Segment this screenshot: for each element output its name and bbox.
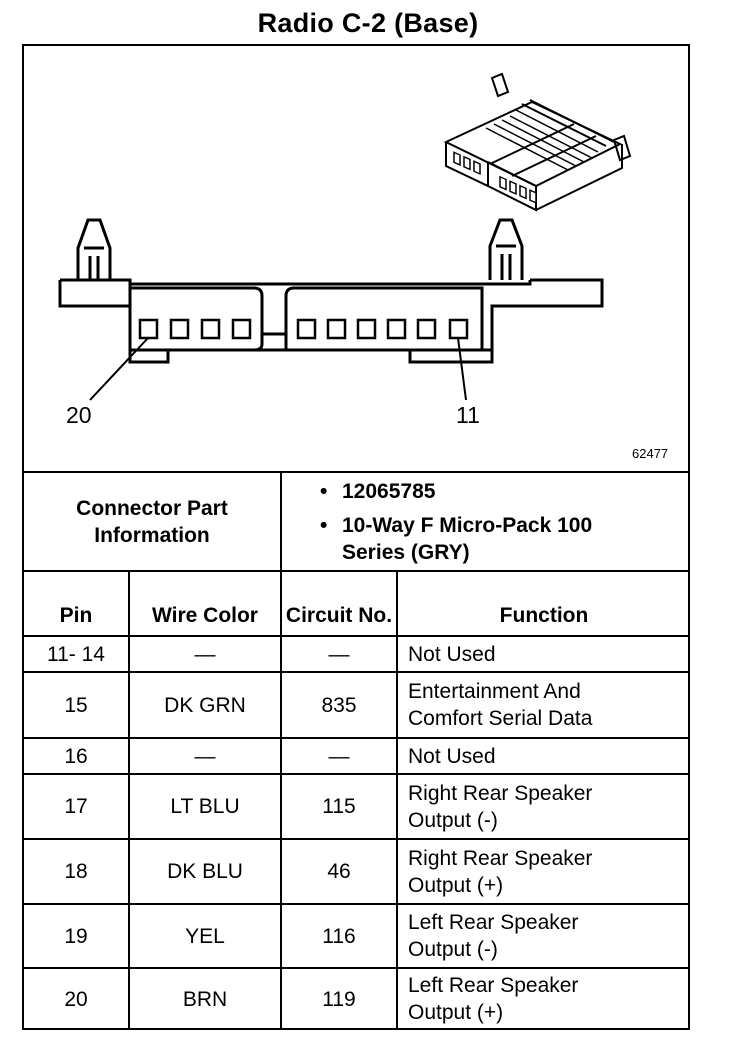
cell-pin: 11- 14 [47,642,105,666]
cell-wire-color: DK BLU [167,860,243,883]
cell-circuit: 116 [322,924,356,948]
divider [22,967,690,969]
divider [22,471,690,473]
divider [22,570,690,572]
cell-circuit: — [328,744,350,768]
header-wire-color: Wire Color [152,604,258,627]
part-description: •10-Way F Micro-Pack 100 Series (GRY) [320,514,593,564]
cell-wire-color: — [194,744,216,768]
cell-function: Right Rear Speaker Output (-) [408,781,593,832]
header-function: Function [499,604,589,627]
part-number: •12065785 [320,480,436,503]
cell-circuit: — [328,642,350,666]
divider [22,635,690,637]
cell-pin: 17 [64,795,88,818]
cell-pin: 16 [64,744,88,768]
divider [22,671,690,673]
cell-function: Entertainment And Comfort Serial Data [408,680,593,730]
connector-drawing [58,72,632,401]
cell-circuit: 115 [322,795,356,818]
connector-diagram: 20 11 62477 [22,44,690,472]
divider [22,737,690,739]
cell-circuit: 119 [322,987,356,1011]
page-title: Radio C-2 (Base) [257,8,479,38]
cell-pin: 19 [64,924,88,948]
pin-20-label: 20 [66,402,92,428]
divider [22,838,690,840]
divider [22,773,690,775]
cell-wire-color: DK GRN [164,693,246,717]
cell-wire-color: — [194,642,216,666]
cell-wire-color: LT BLU [170,795,240,818]
table-frame [22,44,690,1030]
cell-pin: 15 [64,693,88,717]
cell-function: Left Rear Speaker Output (-) [408,911,579,961]
divider [280,471,282,572]
cell-wire-color: YEL [185,924,225,948]
cell-pin: 20 [64,987,88,1011]
cell-function: Left Rear Speaker Output (+) [408,974,579,1024]
figure-ref-number: 62477 [632,446,669,461]
divider [22,903,690,905]
header-pin: Pin [59,604,93,627]
header-circuit-no: Circuit No. [285,604,393,627]
connector-part-info-label: Connector Part Information [76,496,228,547]
pin-11-label: 11 [456,402,480,428]
cell-function: Right Rear Speaker Output (+) [408,846,593,897]
cell-function: Not Used [408,744,496,768]
cell-circuit: 835 [321,693,357,717]
divider [128,570,130,1030]
cell-wire-color: BRN [182,987,228,1011]
cell-function: Not Used [408,642,496,666]
divider [280,570,282,1030]
cell-circuit: 46 [327,860,351,883]
divider [396,570,398,1030]
cell-pin: 18 [64,860,88,883]
